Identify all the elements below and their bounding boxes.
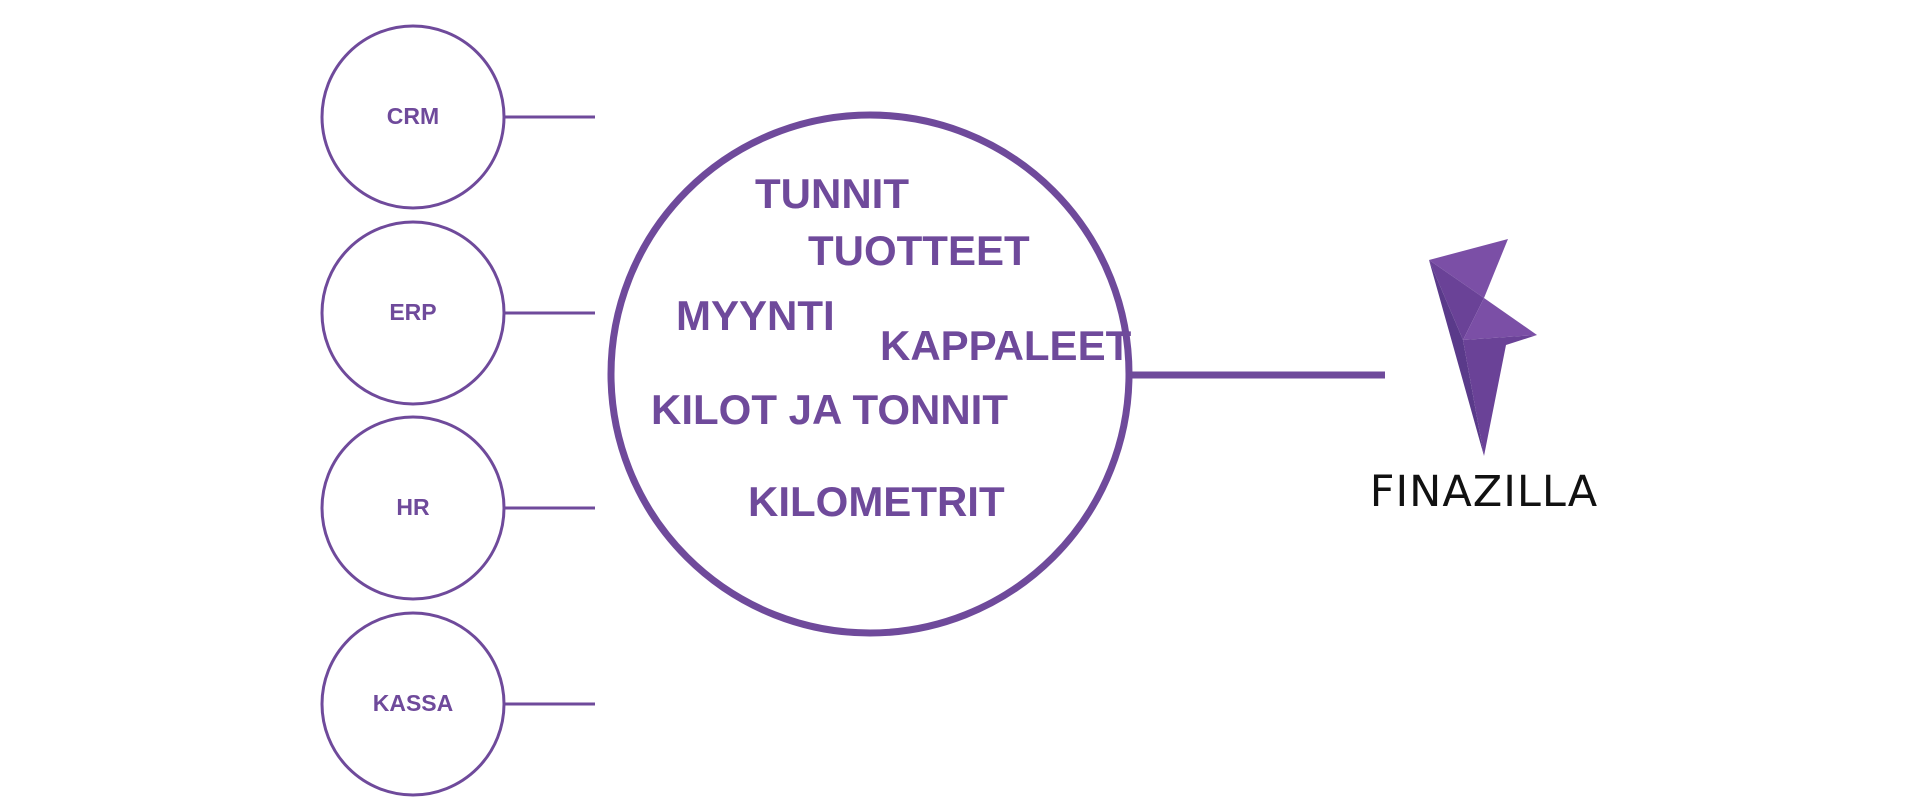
source-circle-kassa [320, 611, 506, 797]
metric-kappaleet: KAPPALEET [880, 322, 1132, 369]
source-circle-hr [320, 415, 506, 601]
metric-kilometrit: KILOMETRIT [748, 478, 1005, 525]
bolt-lower-spine [1429, 260, 1484, 456]
source-crm: CRM [320, 24, 595, 210]
bolt-lower-right [1463, 335, 1537, 456]
metric-kilot-ja-tonnit: KILOT JA TONNIT [651, 386, 1008, 433]
brand-name: FINAZILLA [1370, 467, 1598, 517]
source-label-kassa: KASSA [373, 690, 454, 716]
metric-tuotteet: TUOTTEET [808, 227, 1030, 274]
metric-myynti: MYYNTI [676, 292, 835, 339]
source-kassa: KASSA [320, 611, 595, 797]
bolt-upper-left [1429, 239, 1508, 298]
metrics-hub: TUNNIT TUOTTEET MYYNTI KAPPALEET KILOT J… [607, 111, 1385, 637]
finazilla-logo: FINAZILLA [1370, 239, 1598, 517]
source-circle-crm [320, 24, 506, 210]
source-label-crm: CRM [387, 103, 439, 129]
source-hr: HR [320, 415, 595, 601]
metric-tunnit: TUNNIT [755, 170, 909, 217]
source-erp: ERP [320, 220, 595, 406]
bolt-right-wing [1463, 298, 1537, 340]
source-label-erp: ERP [389, 299, 436, 325]
source-label-hr: HR [396, 494, 430, 520]
source-circle-erp [320, 220, 506, 406]
bolt-left-spine [1429, 260, 1484, 340]
lightning-bolt-icon [1429, 239, 1537, 456]
hub-circle [607, 111, 1133, 637]
